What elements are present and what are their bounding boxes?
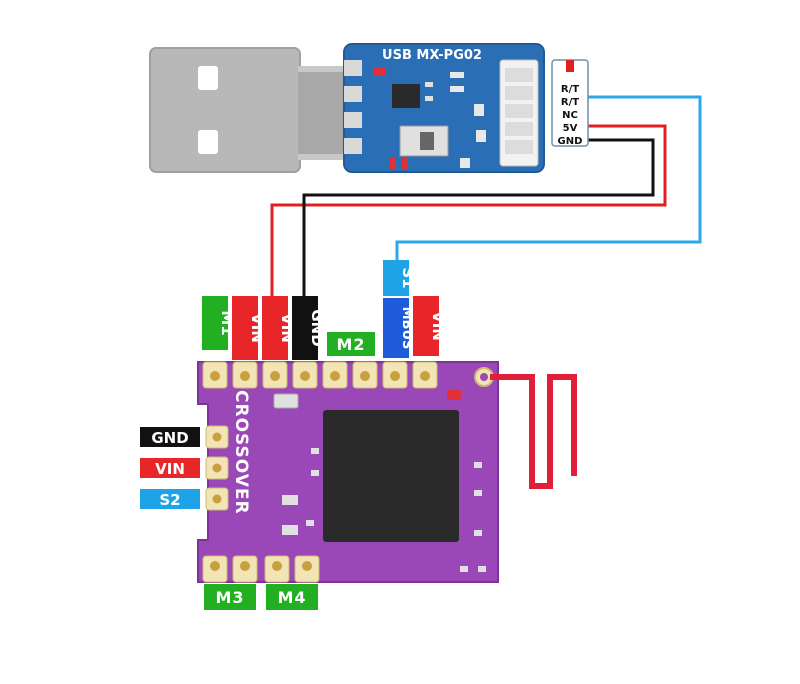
top-label-m2: M2 — [336, 335, 365, 354]
left-label-s2: S2 — [159, 491, 180, 509]
wires — [270, 95, 702, 305]
left-label-vin: VIN — [155, 460, 185, 478]
top-label-m1: M1 — [218, 310, 236, 335]
usb-pin-rt1: R/T — [561, 84, 579, 95]
pads-bottom — [202, 555, 320, 583]
usb-pin-gnd: GND — [558, 136, 583, 147]
usb-pin-5v: 5V — [563, 123, 578, 134]
usb-pin-labels: R/T R/T NC 5V GND — [551, 59, 589, 147]
bottom-pin-labels: M3 M4 — [204, 584, 318, 610]
pads-top — [202, 361, 438, 389]
left-label-gnd: GND — [151, 429, 188, 447]
usb-pin-nc: NC — [562, 110, 578, 121]
top-label-mbus: MBUS — [399, 307, 414, 350]
top-label-gnd: GND — [308, 309, 326, 346]
board-name: CROSSOVER — [231, 390, 251, 515]
usb-module-title: USB MX-PG02 — [382, 48, 482, 63]
main-chip — [323, 410, 459, 542]
wire-blue-rt — [395, 95, 702, 262]
top-label-vin-3: VIN — [429, 311, 447, 341]
antenna-trace — [490, 374, 577, 489]
top-label-vin-1: VIN — [248, 313, 266, 343]
usb-module: USB MX-PG02 — [343, 43, 545, 173]
top-label-vin-2: VIN — [278, 313, 296, 343]
crossover-board: CROSSOVER — [197, 361, 499, 583]
bottom-label-m3: M3 — [215, 588, 244, 607]
left-pin-labels: GND VIN S2 — [140, 427, 200, 509]
wire-black-gnd — [302, 138, 655, 305]
top-label-s1: S1 — [399, 267, 417, 288]
top-pin-labels: M1 VIN VIN GND M2 S1 MBUS VIN — [202, 260, 447, 360]
wire-red-5v — [270, 124, 667, 305]
usb-pin-rt2: R/T — [561, 97, 579, 108]
usb-plug — [149, 47, 354, 173]
pads-left — [205, 425, 229, 511]
bottom-label-m4: M4 — [277, 588, 306, 607]
